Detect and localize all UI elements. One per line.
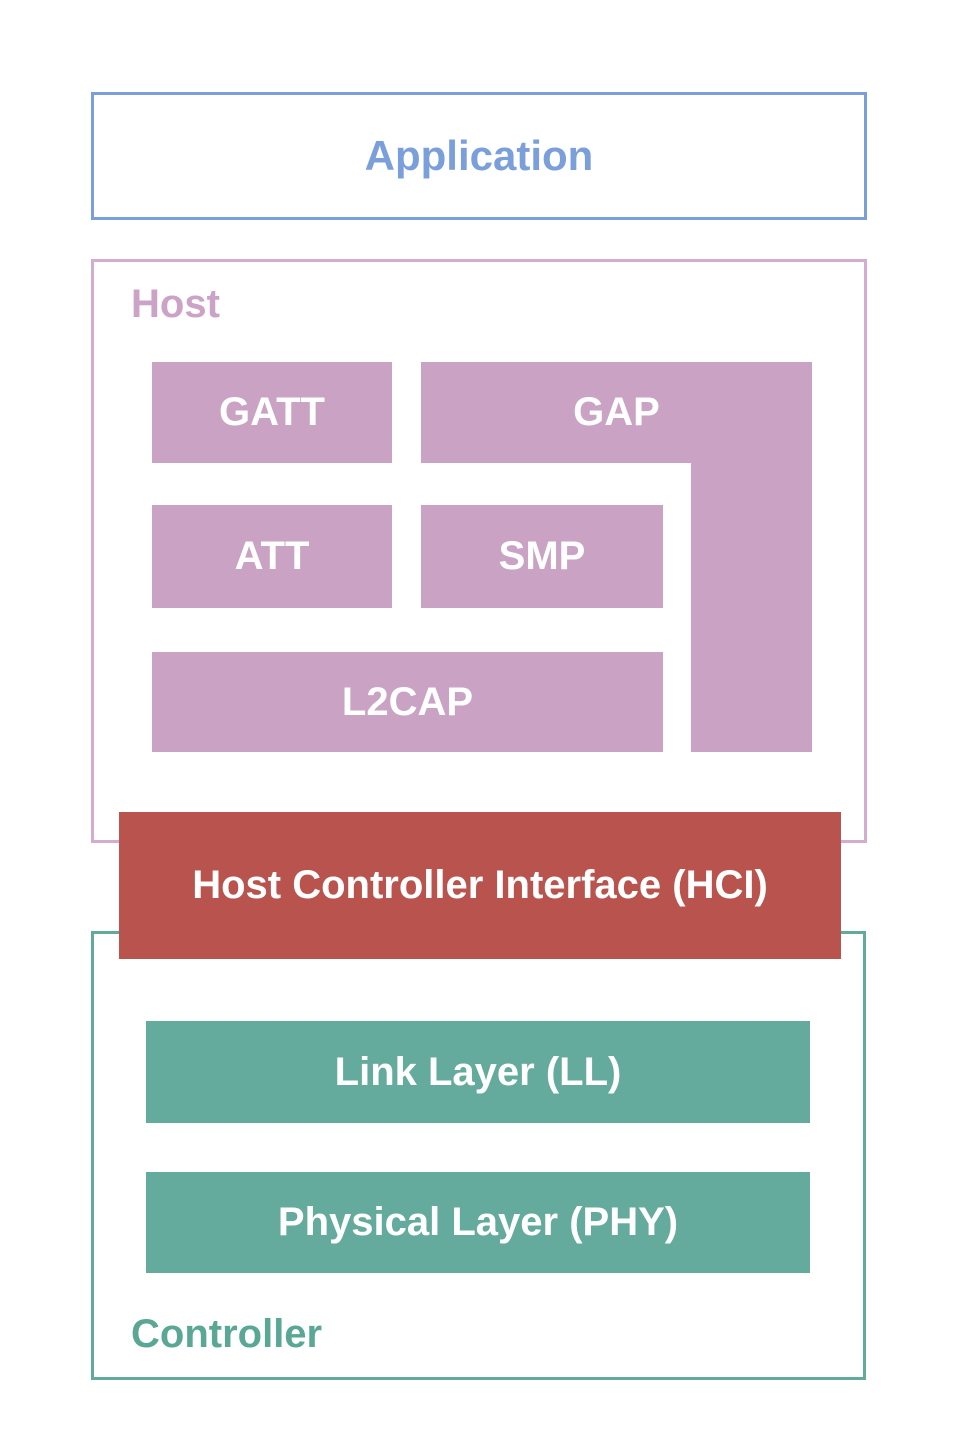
block-smp: SMP	[421, 505, 663, 608]
block-gatt: GATT	[152, 362, 392, 463]
bar-physical-layer: Physical Layer (PHY)	[146, 1172, 810, 1273]
block-gap: GAP	[421, 362, 812, 463]
block-att: ATT	[152, 505, 392, 608]
host-label: Host	[131, 282, 220, 326]
application-label: Application	[364, 132, 594, 179]
application-box: Application	[91, 92, 867, 220]
controller-label: Controller	[131, 1312, 323, 1356]
host-box: Host GATT GAP ATT SMP L2CAP	[91, 259, 867, 843]
hci-bar: Host Controller Interface (HCI)	[119, 812, 841, 959]
block-l2cap: L2CAP	[152, 652, 663, 752]
bar-link-layer: Link Layer (LL)	[146, 1021, 810, 1123]
controller-box: Link Layer (LL) Physical Layer (PHY) Con…	[91, 931, 866, 1380]
block-gap-extension	[691, 463, 812, 752]
